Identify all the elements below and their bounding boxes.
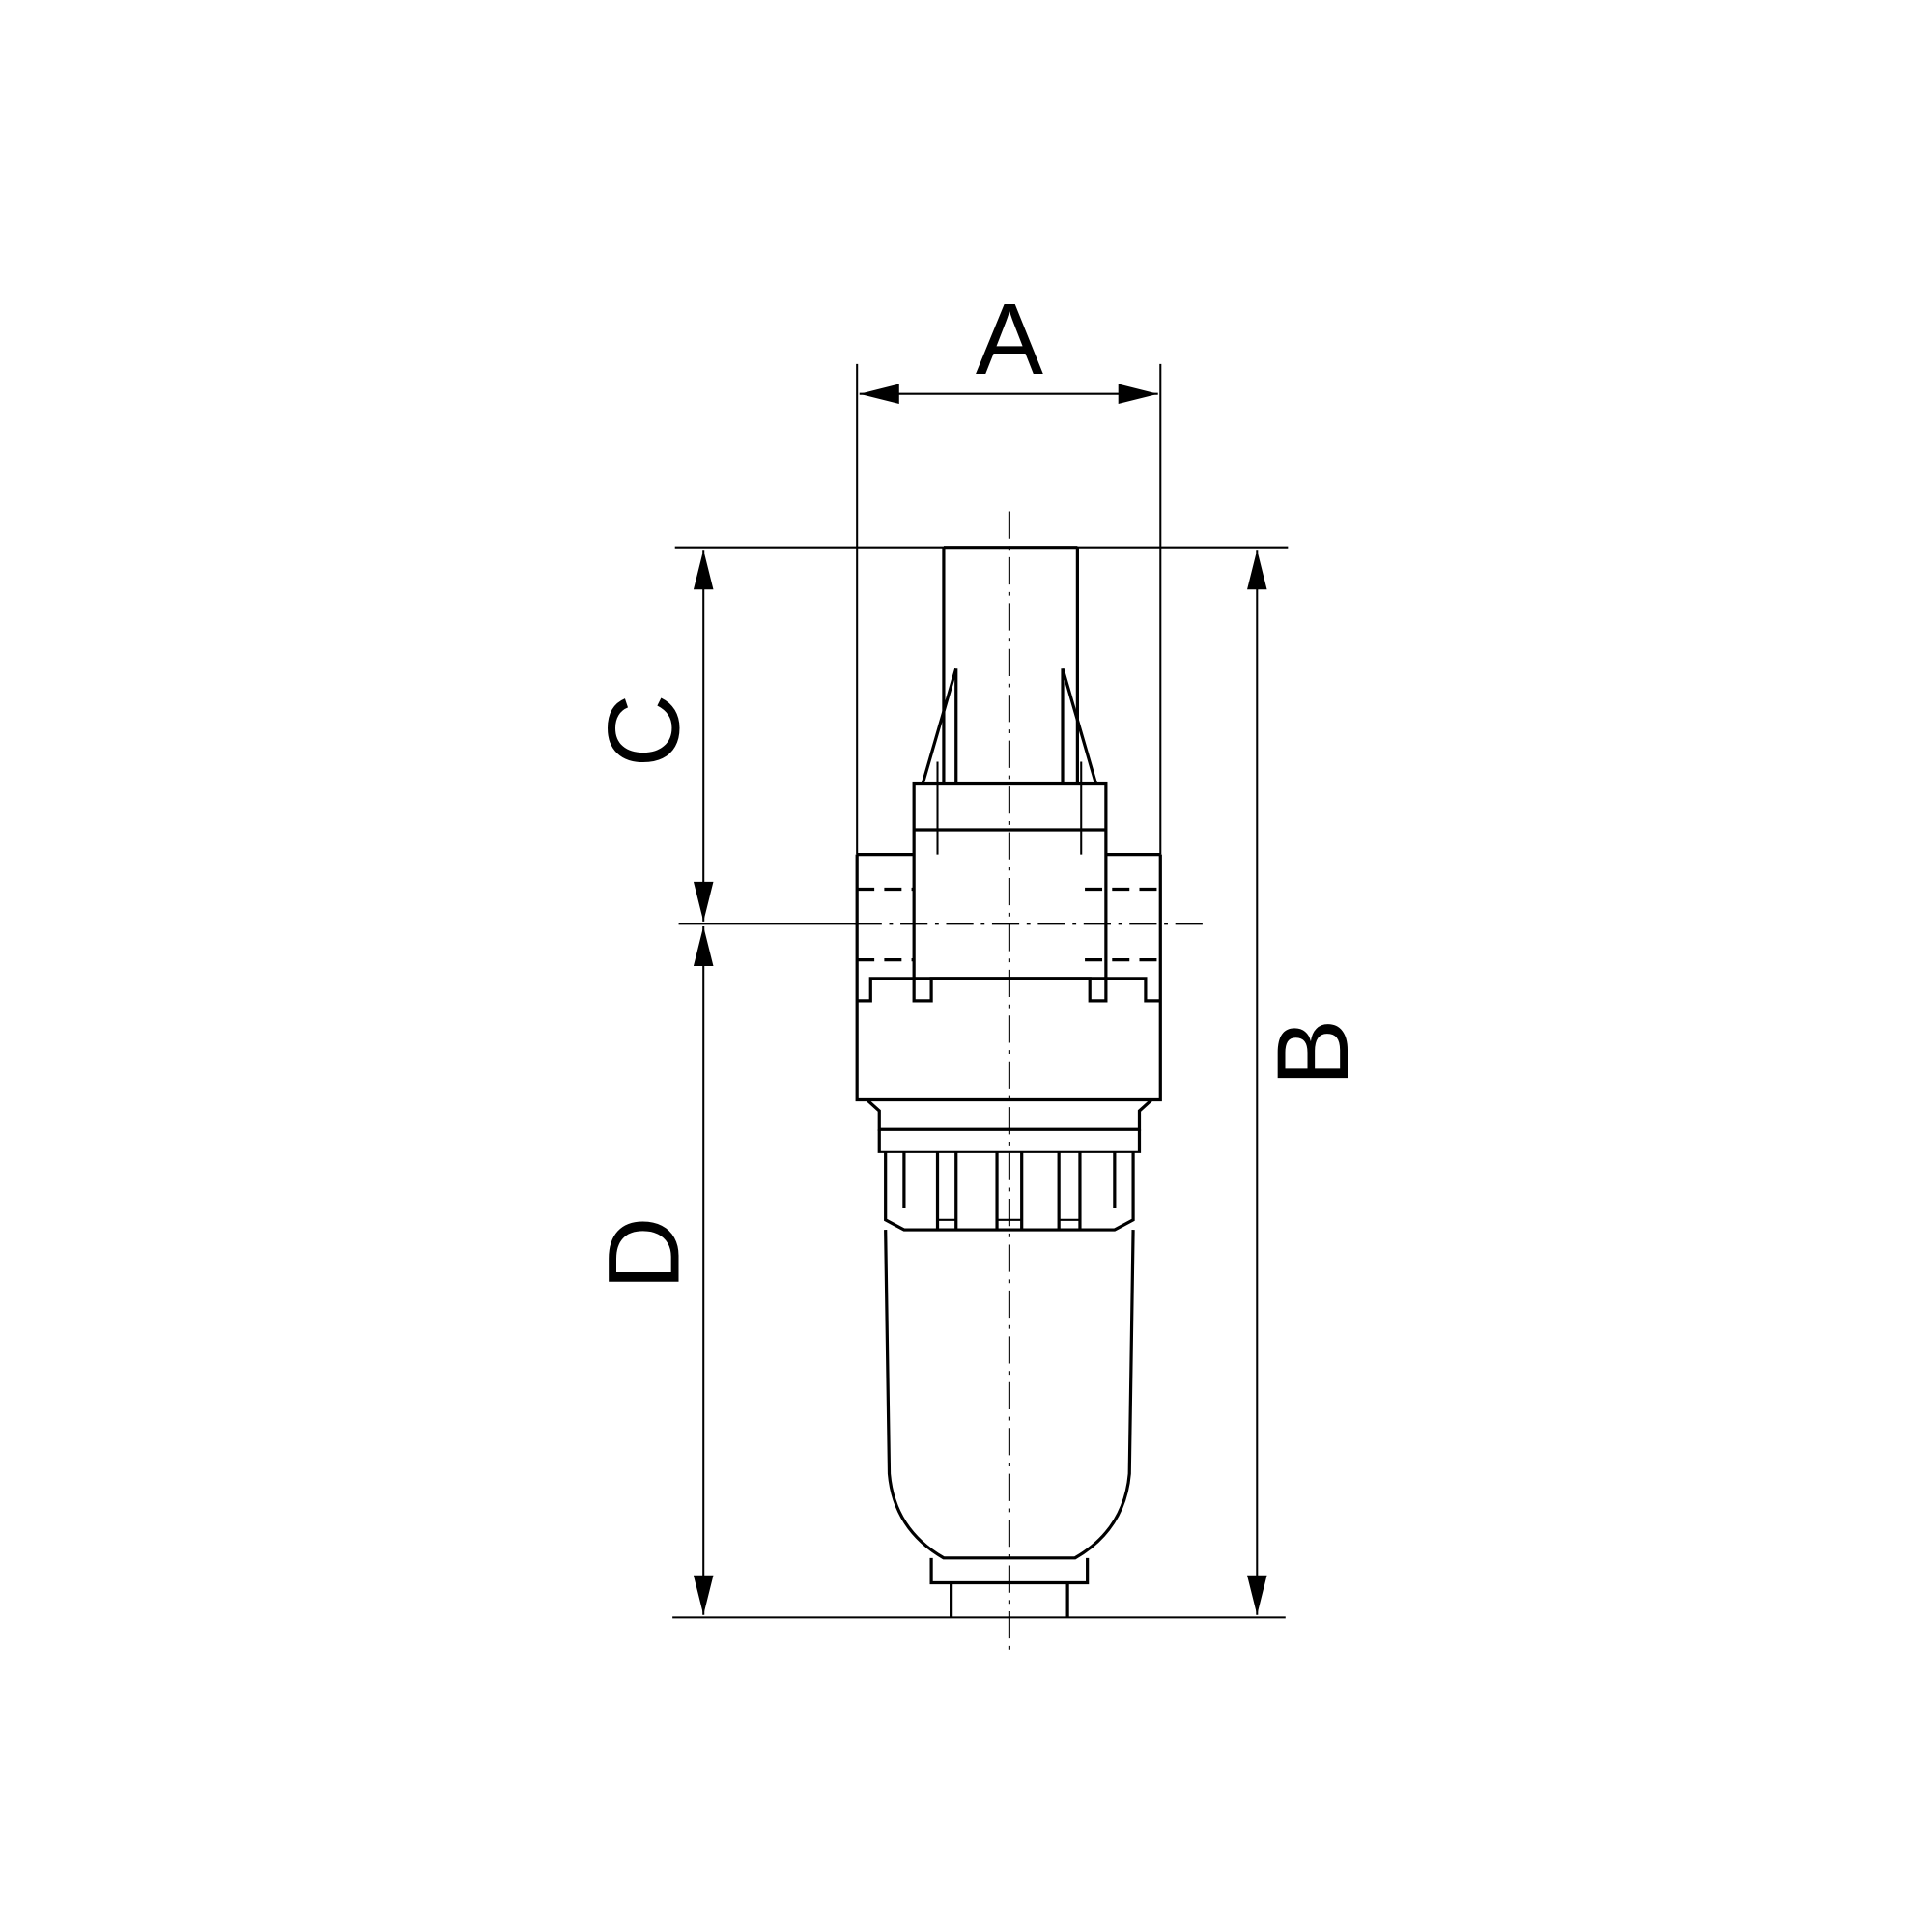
dimension-label-b: B bbox=[1257, 1019, 1370, 1087]
dimension-label-a: A bbox=[976, 283, 1043, 396]
regulator-part-outline bbox=[855, 546, 1162, 1618]
dimension-label-d: D bbox=[588, 1216, 701, 1290]
dimension-label-c: C bbox=[588, 694, 701, 767]
